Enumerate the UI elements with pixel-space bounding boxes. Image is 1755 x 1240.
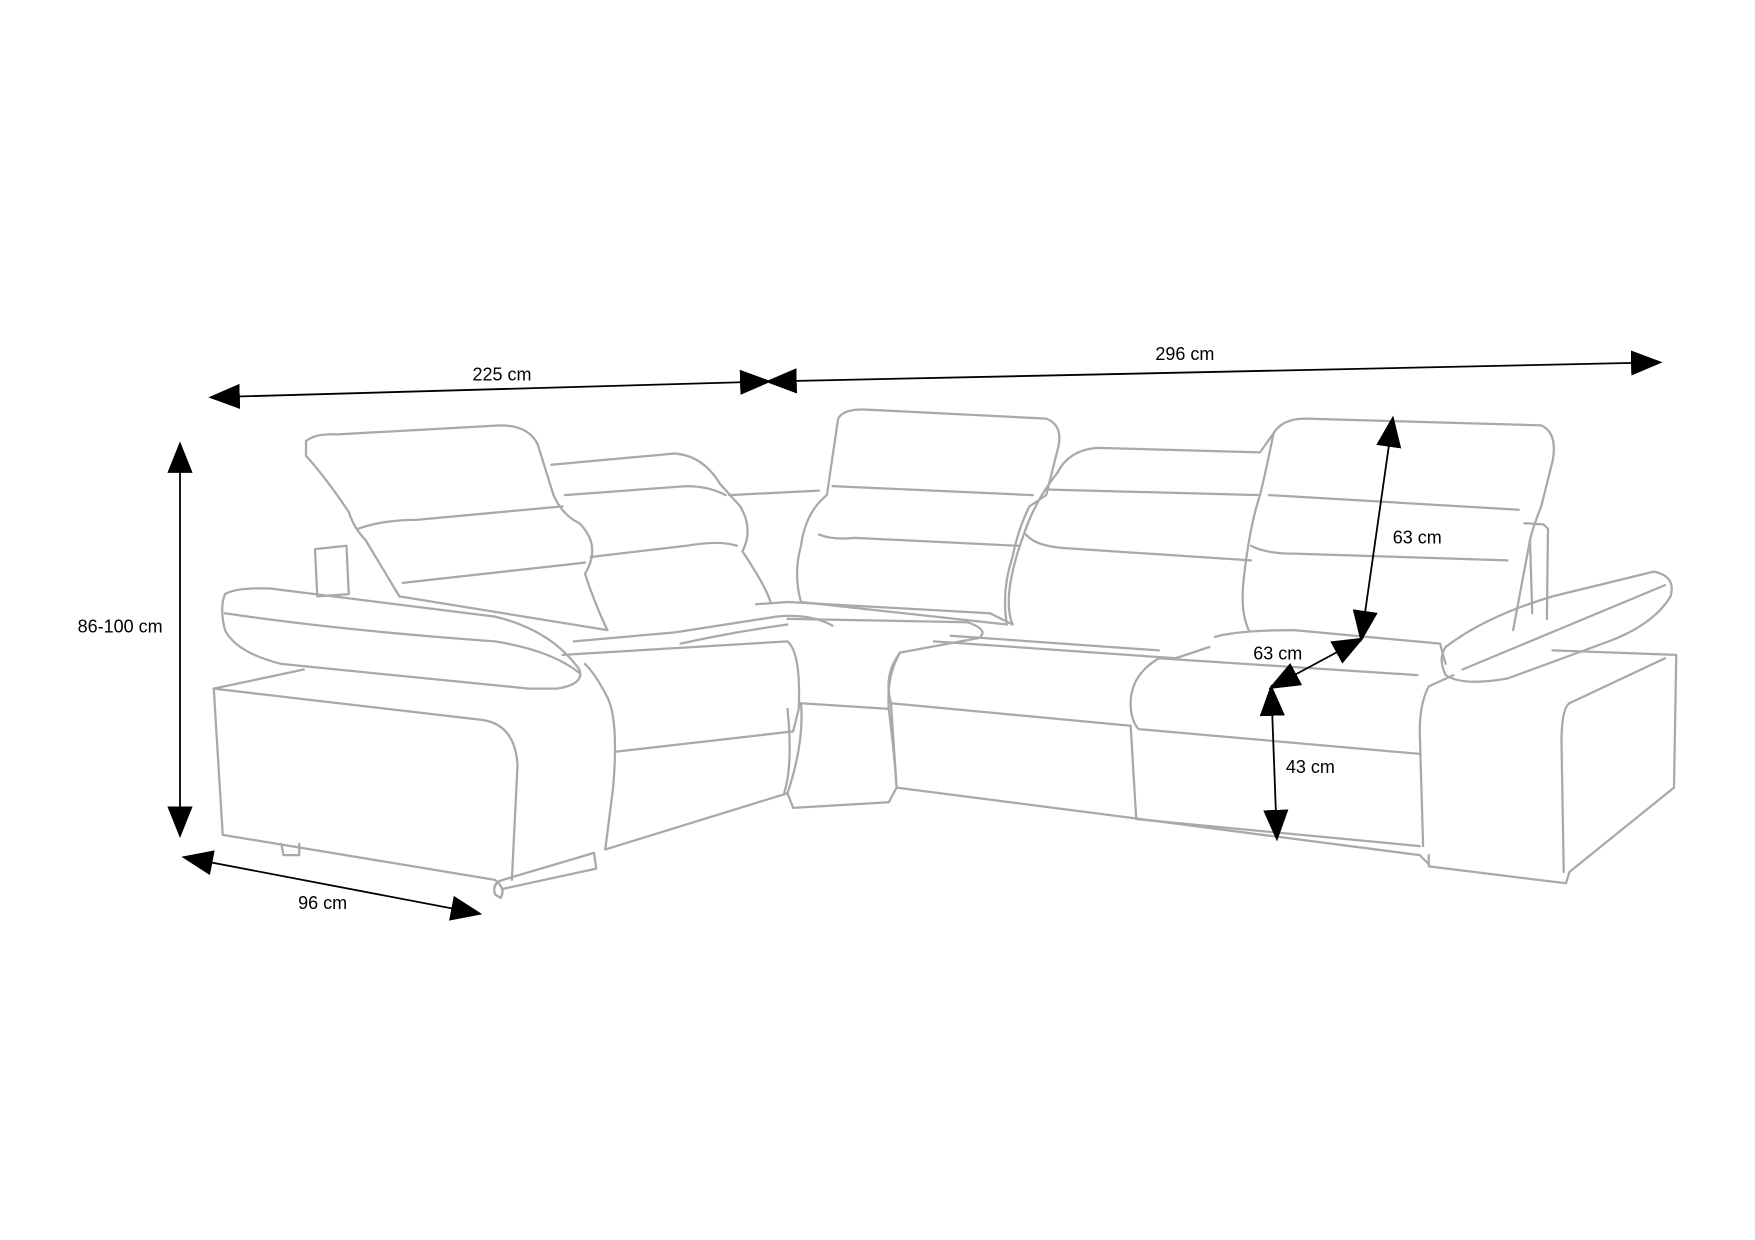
dimension-arrow-right-width [765, 350, 1663, 394]
label-height: 86-100 cm [78, 616, 163, 636]
dimension-lines [167, 350, 1663, 921]
dimension-arrow-seat-depth [1268, 637, 1365, 689]
sofa-outline [212, 408, 1678, 899]
dimension-arrow-depth [181, 850, 483, 921]
label-seat-depth: 63 cm [1253, 643, 1302, 663]
label-left-width: 225 cm [473, 364, 532, 384]
dimension-arrow-left-width [208, 369, 772, 410]
dimension-arrow-seat-height [1259, 684, 1289, 842]
dimension-labels: 225 cm 296 cm 86-100 cm 96 cm 63 cm 63 c… [78, 344, 1442, 913]
label-seat-height: 43 cm [1286, 757, 1335, 777]
label-backrest-height: 63 cm [1393, 528, 1442, 548]
label-depth: 96 cm [298, 893, 347, 913]
label-right-width: 296 cm [1155, 344, 1214, 364]
dimension-arrow-backrest-height [1352, 415, 1402, 643]
